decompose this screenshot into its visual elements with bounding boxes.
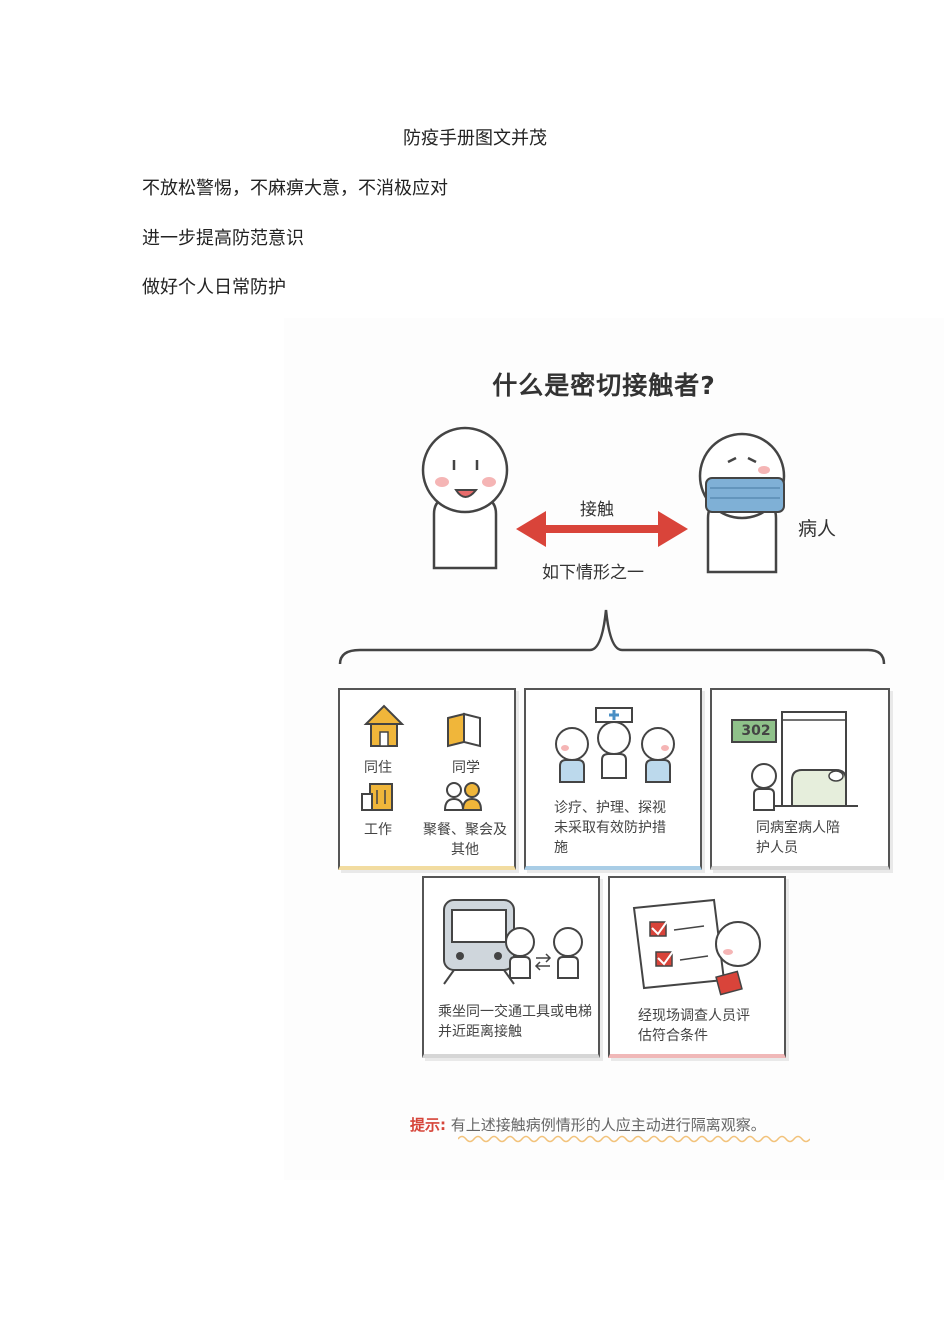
book-icon — [447, 712, 481, 748]
paragraph-3: 做好个人日常防护 — [142, 277, 286, 298]
room-number-sign — [731, 719, 777, 743]
ward-text: 同病室病人陪护人员 — [756, 820, 840, 856]
people-group-icon — [443, 782, 483, 811]
office-building-icon — [361, 783, 393, 811]
passenger-left-icon — [505, 927, 535, 979]
mask-icon — [705, 456, 785, 513]
case-box-ward: 302 同病室病人陪护人员 — [710, 688, 890, 870]
brace-line — [338, 609, 886, 665]
tip-label: 提示: — [410, 1116, 446, 1134]
case-box-transport: 乘坐同一交通工具或电梯并近距离接触 — [422, 876, 600, 1058]
case-box-medical: 诊疗、护理、探视未采取有效防护措施 — [524, 688, 702, 870]
hospital-bed-icon — [772, 711, 858, 807]
house-icon — [363, 704, 405, 747]
box1-icons — [361, 704, 483, 811]
box2-icons — [555, 707, 675, 783]
visitor-left-icon — [555, 727, 589, 783]
figure-title: 什么是密切接触者? — [492, 371, 716, 400]
box3-icons — [731, 711, 858, 811]
tip-line: 提示: 有上述接触病例情形的人应主动进行隔离观察。 — [410, 1114, 766, 1135]
case-box-assessment: 经现场调查人员评估符合条件 — [608, 876, 786, 1058]
passenger-right-icon — [553, 927, 583, 979]
paragraph-1: 不放松警惕，不麻痹大意，不消极应对 — [142, 178, 448, 199]
investigator-icon — [715, 921, 761, 996]
train-icon — [443, 899, 515, 985]
assessment-text: 经现场调查人员评估符合条件 — [638, 1008, 750, 1044]
tip-text: 有上述接触病例情形的人应主动进行隔离观察。 — [450, 1116, 766, 1134]
tip-underline-squiggle — [458, 1135, 810, 1143]
patient-label: 病人 — [798, 518, 837, 540]
gathering-label: 聚餐、聚会及其他 — [423, 822, 507, 858]
contact-label: 接触 — [580, 500, 614, 520]
caregiver-icon — [751, 763, 777, 811]
close-contact-illustration: 什么是密切接触者? — [284, 318, 944, 1180]
household-label: 同住 — [364, 760, 392, 776]
medical-care-text: 诊疗、护理、探视未采取有效防护措施 — [554, 800, 666, 856]
classmate-label: 同学 — [452, 760, 480, 776]
condition-label: 如下情形之一 — [542, 563, 644, 583]
exchange-arrows-icon — [534, 953, 552, 971]
room-number: 302 — [741, 723, 771, 739]
transport-text: 乘坐同一交通工具或电梯并近距离接触 — [438, 1004, 592, 1040]
box4-icons — [443, 899, 583, 985]
contact-scene — [338, 426, 886, 665]
case-box-household: 同住 同学 工作 聚餐、聚会及其他 — [338, 688, 516, 870]
person-face-icon — [435, 460, 496, 498]
visitor-right-icon — [641, 727, 675, 783]
work-label: 工作 — [364, 822, 392, 838]
double-arrow-icon — [516, 511, 688, 547]
doctor-icon — [595, 707, 633, 779]
checklist-icon — [632, 898, 726, 990]
paragraph-2: 进一步提高防范意识 — [142, 228, 304, 249]
box5-icons — [632, 898, 761, 996]
person-icon — [421, 426, 509, 570]
document-title: 防疫手册图文并茂 — [403, 128, 547, 149]
